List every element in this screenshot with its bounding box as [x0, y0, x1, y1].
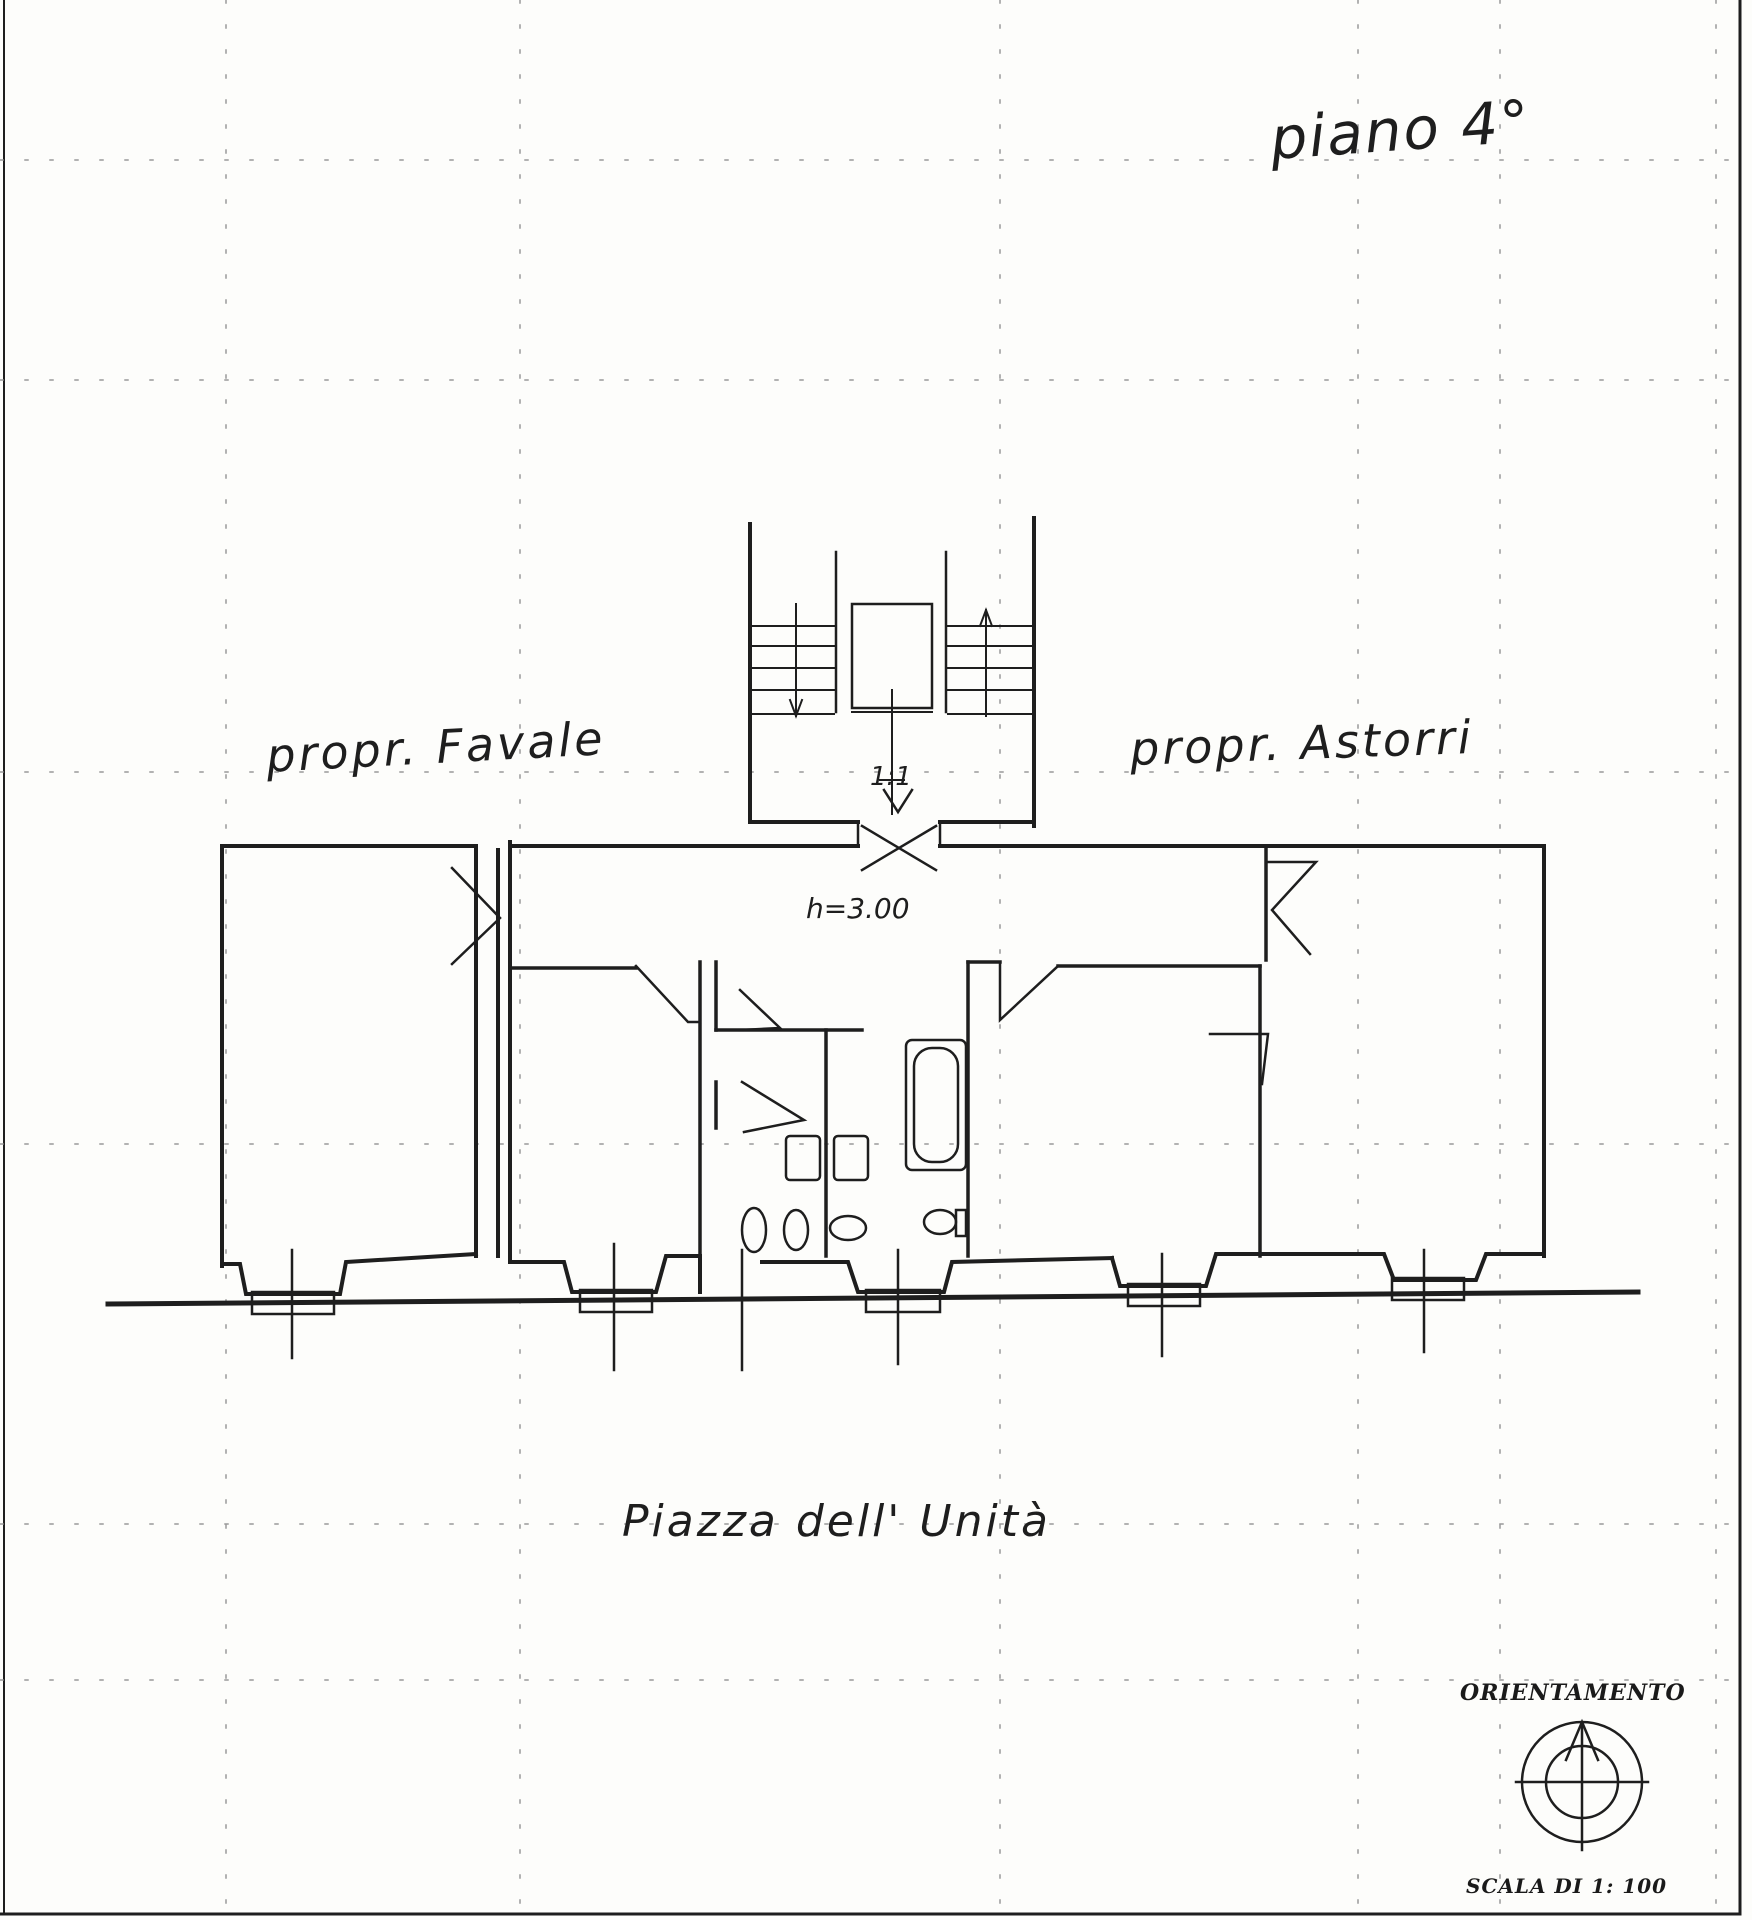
- bathtub-icon: [904, 1038, 968, 1172]
- interior-partitions: [510, 846, 1268, 1258]
- orientation-label: ORIENTAMENTO: [1460, 1680, 1686, 1706]
- ceiling-height-label: h=3.00: [806, 892, 910, 925]
- entry-door: [856, 788, 942, 872]
- stair-marker: 1:1: [870, 762, 912, 792]
- sink-icon: [784, 1134, 870, 1182]
- scale-label: SCALA DI 1: 100: [1466, 1874, 1668, 1898]
- street-label: Piazza dell' Unità: [622, 1496, 1051, 1547]
- bidet-icon: [782, 1208, 810, 1252]
- door-swings: [450, 860, 1319, 1134]
- street-line: [105, 1289, 1641, 1307]
- windows: [250, 1242, 1466, 1372]
- toilet-icon: [740, 1206, 968, 1254]
- north-arrow-icon: [1514, 1718, 1650, 1852]
- stair-steps: [751, 603, 1033, 815]
- apartment-walls: [220, 840, 1546, 1296]
